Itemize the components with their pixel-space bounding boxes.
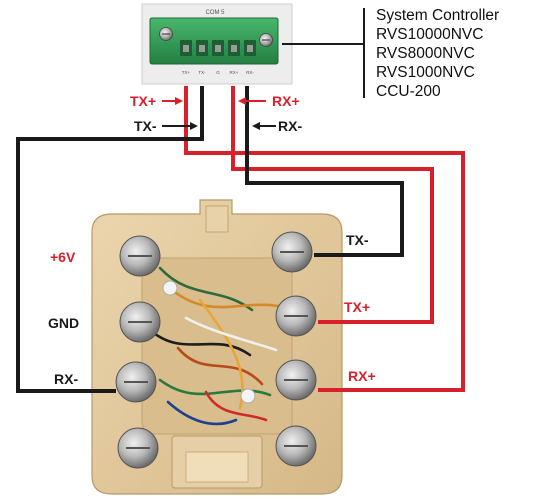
- phone-jack-terminal-block: [91, 199, 343, 495]
- pin-label: RX-: [246, 70, 254, 75]
- label-tx-plus: TX+: [130, 93, 156, 109]
- label-jack-tx-plus: TX+: [344, 299, 370, 315]
- wire-rx-plus: [184, 86, 465, 392]
- port-label: COM 5: [205, 10, 225, 16]
- pin-label: TX-: [198, 70, 206, 75]
- pin-label: RX+: [230, 70, 239, 75]
- pin-label: TX+: [182, 70, 191, 75]
- wire-tx-plus: [231, 86, 434, 324]
- label-tx-minus: TX-: [134, 118, 157, 134]
- controller-line: CCU-200: [376, 83, 441, 100]
- label-jack-rx-plus: RX+: [348, 368, 376, 384]
- controller-line: RVS8000NVC: [376, 45, 475, 62]
- controller-line: RVS1000NVC: [376, 64, 475, 81]
- screw-icon: [119, 301, 161, 343]
- arrow-right-icon: [162, 97, 183, 105]
- wire-tx-minus: [245, 86, 404, 257]
- screw-icon: [115, 361, 157, 403]
- wire-rx-minus: [16, 86, 204, 393]
- screw-icon: [275, 359, 317, 401]
- screw-icon: [275, 425, 317, 467]
- com-port-connector: COM 5 TX+ TX- G RX+ RX-: [141, 3, 293, 85]
- controller-list: System Controller RVS10000NVC RVS8000NVC…: [376, 7, 499, 100]
- terminal-screws: [115, 231, 317, 469]
- controller-line: RVS10000NVC: [376, 26, 483, 43]
- screw-icon: [275, 295, 317, 337]
- label-gnd: GND: [48, 315, 79, 331]
- controller-line: System Controller: [376, 7, 499, 24]
- label-rx-plus: RX+: [272, 93, 300, 109]
- arrow-left-icon: [252, 122, 276, 130]
- screw-icon: [119, 235, 161, 277]
- screw-icon: [271, 231, 313, 273]
- arrow-right-icon: [162, 122, 198, 130]
- arrow-left-icon: [238, 97, 266, 105]
- pin-label: G: [216, 70, 220, 75]
- label-jack-tx-minus: TX-: [346, 232, 369, 248]
- label-rx-minus: RX-: [278, 118, 302, 134]
- screw-icon: [117, 427, 159, 469]
- label-plus-6v: +6V: [50, 249, 76, 265]
- label-jack-rx-minus: RX-: [54, 371, 78, 387]
